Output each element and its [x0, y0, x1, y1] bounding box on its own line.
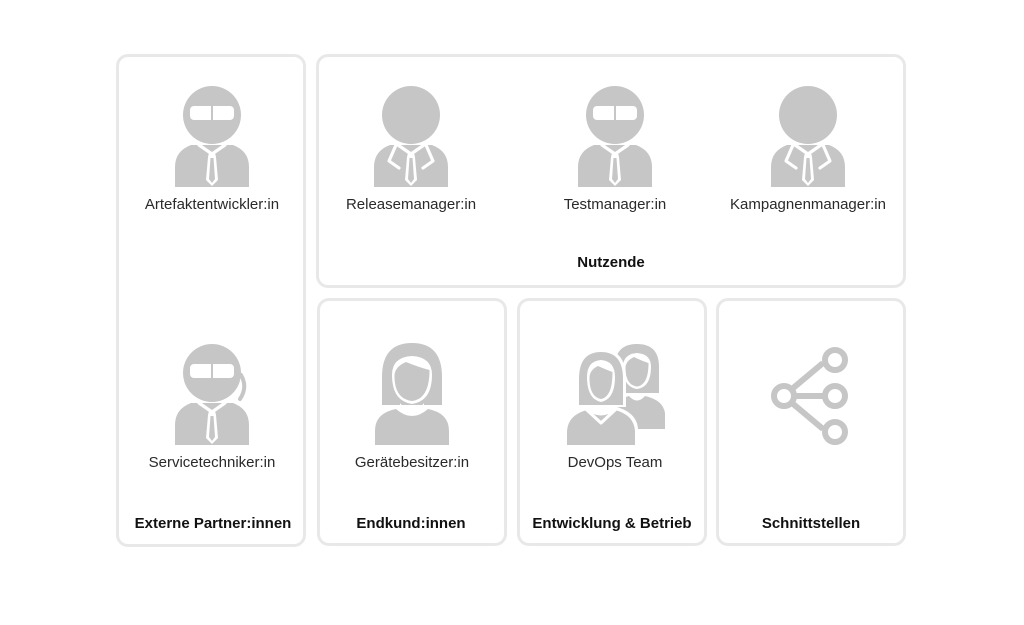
- group-label-entwicklung-betrieb: Entwicklung & Betrieb: [532, 515, 692, 532]
- group-label-endkunden: Endkund:innen: [356, 515, 466, 532]
- person-with-tie-icon: [771, 86, 845, 187]
- group-label-schnittstellen: Schnittstellen: [761, 515, 861, 532]
- role-label: Artefaktentwickler:in: [144, 196, 280, 213]
- group-label-nutzende: Nutzende: [577, 254, 645, 271]
- role-label: DevOps Team: [567, 454, 663, 471]
- role-label: Gerätebesitzer:in: [354, 454, 470, 471]
- role-kampagnenmanager: Kampagnenmanager:in: [708, 85, 908, 213]
- role-geraetebesitzer: Gerätebesitzer:in: [312, 341, 512, 471]
- role-devops-team: DevOps Team: [515, 343, 715, 471]
- role-label: Kampagnenmanager:in: [730, 196, 886, 213]
- team-icon: [564, 344, 665, 446]
- role-label: Servicetechniker:in: [148, 454, 276, 471]
- agent-with-sunglasses-icon: [578, 86, 652, 187]
- share-network-icon: [771, 347, 848, 445]
- role-label: Releasemanager:in: [345, 196, 477, 213]
- role-servicetechniker: Servicetechniker:in: [112, 343, 312, 471]
- woman-icon: [375, 343, 449, 445]
- technician-with-headset-icon: [175, 344, 249, 445]
- person-with-tie-icon: [374, 86, 448, 187]
- role-testmanager: Testmanager:in: [515, 85, 715, 213]
- group-label-externe-partner: Externe Partner:innen: [134, 515, 292, 532]
- role-releasemanager: Releasemanager:in: [311, 85, 511, 213]
- role-artefaktentwickler: Artefaktentwickler:in: [112, 85, 312, 213]
- agent-with-sunglasses-icon: [175, 86, 249, 187]
- role-label: Testmanager:in: [563, 196, 667, 213]
